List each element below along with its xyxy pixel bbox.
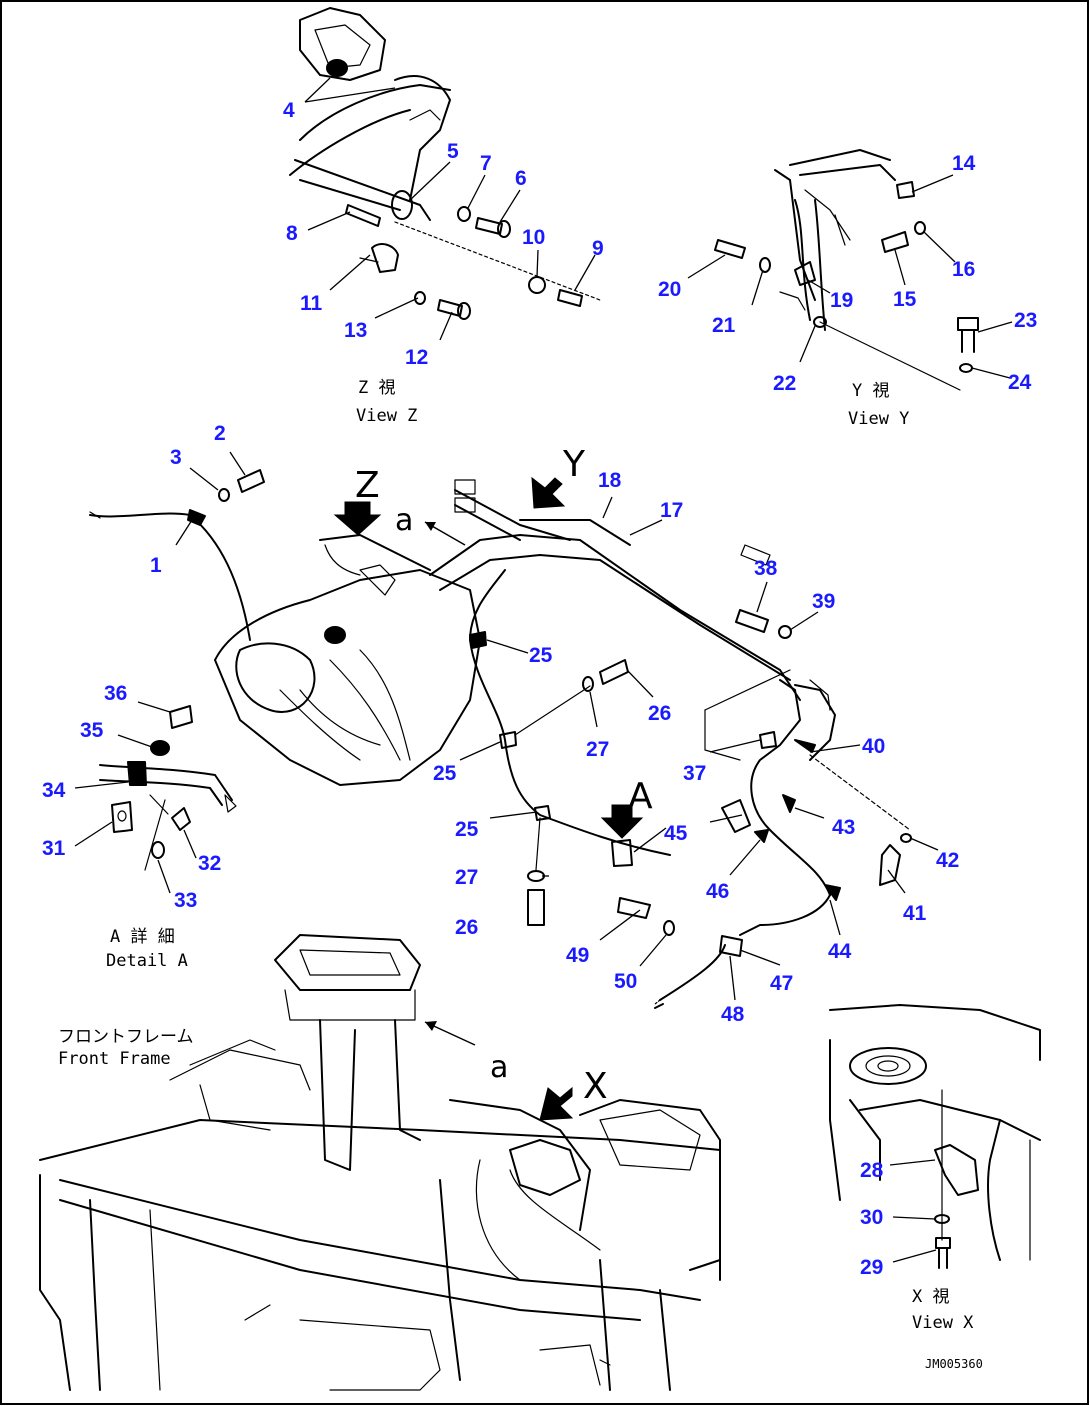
callout-35: 35 xyxy=(80,719,104,742)
callout-1: 1 xyxy=(150,554,162,577)
callout-25a: 25 xyxy=(529,644,553,667)
callout-23: 23 xyxy=(1014,309,1037,332)
callout-10: 10 xyxy=(522,226,545,249)
view-z-caption-en: View Z xyxy=(356,406,417,426)
callout-43: 43 xyxy=(832,816,855,839)
callout-4: 4 xyxy=(283,99,295,122)
callout-29: 29 xyxy=(860,1256,883,1279)
callout-16: 16 xyxy=(952,258,975,281)
callout-33: 33 xyxy=(174,889,197,912)
arrow-letter-y: Y xyxy=(562,444,586,485)
callout-14: 14 xyxy=(952,152,976,175)
callout-26b: 26 xyxy=(455,916,478,939)
arrow-letter-x: X xyxy=(583,1066,608,1107)
callout-31: 31 xyxy=(42,837,66,860)
callout-numbers: 1 2 3 4 5 6 7 8 9 10 11 12 13 14 15 16 1… xyxy=(42,99,1037,1279)
callout-27a: 27 xyxy=(586,738,609,761)
callout-7: 7 xyxy=(480,152,492,175)
callout-32: 32 xyxy=(198,852,221,875)
view-x-caption-en: View X xyxy=(912,1313,974,1333)
callout-44: 44 xyxy=(828,940,852,963)
main-leaders xyxy=(175,451,939,1001)
callout-21: 21 xyxy=(712,314,736,337)
callout-20: 20 xyxy=(658,278,681,301)
view-y-drawing xyxy=(714,149,979,391)
callout-45: 45 xyxy=(664,822,688,845)
view-z-caption-jp: Z 視 xyxy=(358,378,395,398)
callout-15: 15 xyxy=(893,288,917,311)
drawing-code: JM005360 xyxy=(925,1357,983,1371)
view-x-drawing xyxy=(829,1004,1041,1269)
arrow-a xyxy=(600,804,644,839)
front-frame-label-en: Front Frame xyxy=(58,1049,171,1069)
callout-19: 19 xyxy=(830,289,853,312)
callout-42: 42 xyxy=(936,849,959,872)
callout-41: 41 xyxy=(903,902,927,925)
detail-a-caption-jp: A 詳 細 xyxy=(110,927,175,947)
view-x-leaders xyxy=(889,1159,937,1263)
callout-3: 3 xyxy=(170,446,182,469)
callout-34: 34 xyxy=(42,779,66,802)
callout-40: 40 xyxy=(862,735,885,758)
detail-a-drawing xyxy=(99,705,237,871)
callout-8: 8 xyxy=(286,222,298,245)
callout-30: 30 xyxy=(860,1206,883,1229)
callout-22: 22 xyxy=(773,372,796,395)
view-x-caption-jp: X 視 xyxy=(912,1287,949,1307)
reference-letter-a-bottom: a xyxy=(490,1050,508,1085)
arrow-y xyxy=(531,476,566,509)
callout-39: 39 xyxy=(812,590,835,613)
callout-38: 38 xyxy=(754,557,778,580)
front-frame-label-jp: フロントフレーム xyxy=(58,1027,194,1047)
callout-25c: 25 xyxy=(455,818,479,841)
arrow-z xyxy=(333,501,382,536)
callout-9: 9 xyxy=(592,237,604,260)
front-frame-drawing xyxy=(39,934,721,1391)
detail-a-leaders xyxy=(74,701,197,894)
callout-36: 36 xyxy=(104,682,127,705)
callout-13: 13 xyxy=(344,319,367,342)
callout-50: 50 xyxy=(614,970,637,993)
callout-12: 12 xyxy=(405,346,428,369)
arrow-letter-a: A xyxy=(628,776,653,817)
view-z-leaders xyxy=(304,77,596,341)
arrow-x xyxy=(539,1086,574,1121)
callout-5: 5 xyxy=(447,140,459,163)
callout-2: 2 xyxy=(214,422,226,445)
reference-letter-a-top: a xyxy=(395,503,413,538)
view-z-drawing xyxy=(289,7,601,320)
callout-27b: 27 xyxy=(455,866,478,889)
callout-26a: 26 xyxy=(648,702,671,725)
view-y-caption-jp: Y 視 xyxy=(852,381,889,401)
view-y-caption-en: View Y xyxy=(848,409,909,429)
detail-a-caption-en: Detail A xyxy=(106,951,188,971)
callout-46: 46 xyxy=(706,880,729,903)
callout-49: 49 xyxy=(566,944,589,967)
callout-48: 48 xyxy=(721,1003,745,1026)
callout-24: 24 xyxy=(1008,371,1032,394)
callout-47: 47 xyxy=(770,972,793,995)
view-y-leaders xyxy=(687,174,1013,379)
callout-37: 37 xyxy=(683,762,706,785)
callout-17: 17 xyxy=(660,499,683,522)
arrow-letter-z: Z xyxy=(355,465,380,506)
view-arrows xyxy=(333,476,644,1121)
callout-6: 6 xyxy=(515,167,527,190)
main-assembly-drawing xyxy=(89,469,912,1009)
callout-18: 18 xyxy=(598,469,622,492)
callout-28: 28 xyxy=(860,1159,884,1182)
callout-25b: 25 xyxy=(433,762,457,785)
callout-11: 11 xyxy=(300,292,323,315)
